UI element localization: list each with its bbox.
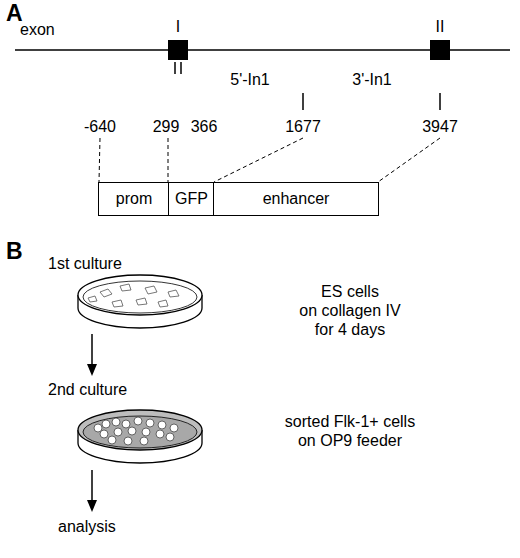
culture-dish xyxy=(78,275,202,315)
step-description: ES cells on collagen IV for 4 days xyxy=(299,282,400,340)
intron-label: 5'-In1 xyxy=(230,70,270,89)
position-tick xyxy=(180,62,182,74)
flk1-cell xyxy=(146,419,154,427)
dashed-leader xyxy=(99,138,100,182)
flk1-cell xyxy=(156,430,164,438)
position-number: -640 xyxy=(84,117,116,136)
culture-dish xyxy=(78,410,202,450)
dashed-leader xyxy=(214,138,303,182)
dashed-leader xyxy=(378,138,440,182)
flk1-cell xyxy=(112,418,120,426)
flk1-cell xyxy=(128,427,136,435)
es-cell xyxy=(100,289,112,297)
step-label: 1st culture xyxy=(48,254,122,273)
flow-arrow xyxy=(91,334,93,366)
flk1-cell xyxy=(170,424,178,432)
flk1-cell xyxy=(142,428,150,436)
flk1-cell xyxy=(134,417,142,425)
flk1-cell xyxy=(140,437,148,445)
position-number: 366 xyxy=(191,117,218,136)
exon-box xyxy=(430,40,450,60)
es-cell xyxy=(158,300,168,307)
dish-rim xyxy=(83,281,197,313)
exon-number: I xyxy=(176,17,180,36)
flk1-cell xyxy=(114,428,122,436)
es-cell xyxy=(112,300,123,307)
promoter-box: prom xyxy=(98,182,170,216)
position-number: 3947 xyxy=(422,117,458,136)
es-cell xyxy=(120,284,131,291)
box-text: enhancer xyxy=(263,190,330,208)
position-tick xyxy=(174,62,176,74)
flk1-cell xyxy=(100,430,108,438)
flk1-cell xyxy=(102,420,110,428)
es-cell xyxy=(168,290,179,297)
intron-label: 3'-In1 xyxy=(352,70,392,89)
exon-box xyxy=(168,40,188,60)
flow-arrow xyxy=(91,470,93,502)
enhancer-box: enhancer xyxy=(213,182,379,216)
flk1-cell xyxy=(122,420,130,428)
flk1-cell xyxy=(166,433,174,441)
position-number: 299 xyxy=(153,117,180,136)
panel-letter: B xyxy=(6,238,23,266)
exon-number: II xyxy=(436,17,445,36)
step-label: 2nd culture xyxy=(48,380,127,399)
arrow-head xyxy=(87,364,97,376)
es-cell xyxy=(88,296,97,302)
es-cell xyxy=(136,298,147,305)
box-text: prom xyxy=(116,190,152,208)
es-cell xyxy=(145,286,157,294)
position-number: 1677 xyxy=(285,117,321,136)
flk1-cell xyxy=(94,424,102,432)
dashed-leader xyxy=(168,138,169,182)
flk1-cell xyxy=(108,436,116,444)
flk1-cell xyxy=(124,437,132,445)
box-text: GFP xyxy=(175,190,208,208)
position-tick xyxy=(439,93,441,110)
op9-feeder xyxy=(83,416,197,448)
gfp-box: GFP xyxy=(168,182,215,216)
position-tick xyxy=(302,93,304,110)
arrow-head xyxy=(87,500,97,512)
flk1-cell xyxy=(158,421,166,429)
axis-label: exon xyxy=(20,20,55,39)
step-label: analysis xyxy=(58,517,116,536)
step-description: sorted Flk-1+ cells on OP9 feeder xyxy=(285,412,415,450)
